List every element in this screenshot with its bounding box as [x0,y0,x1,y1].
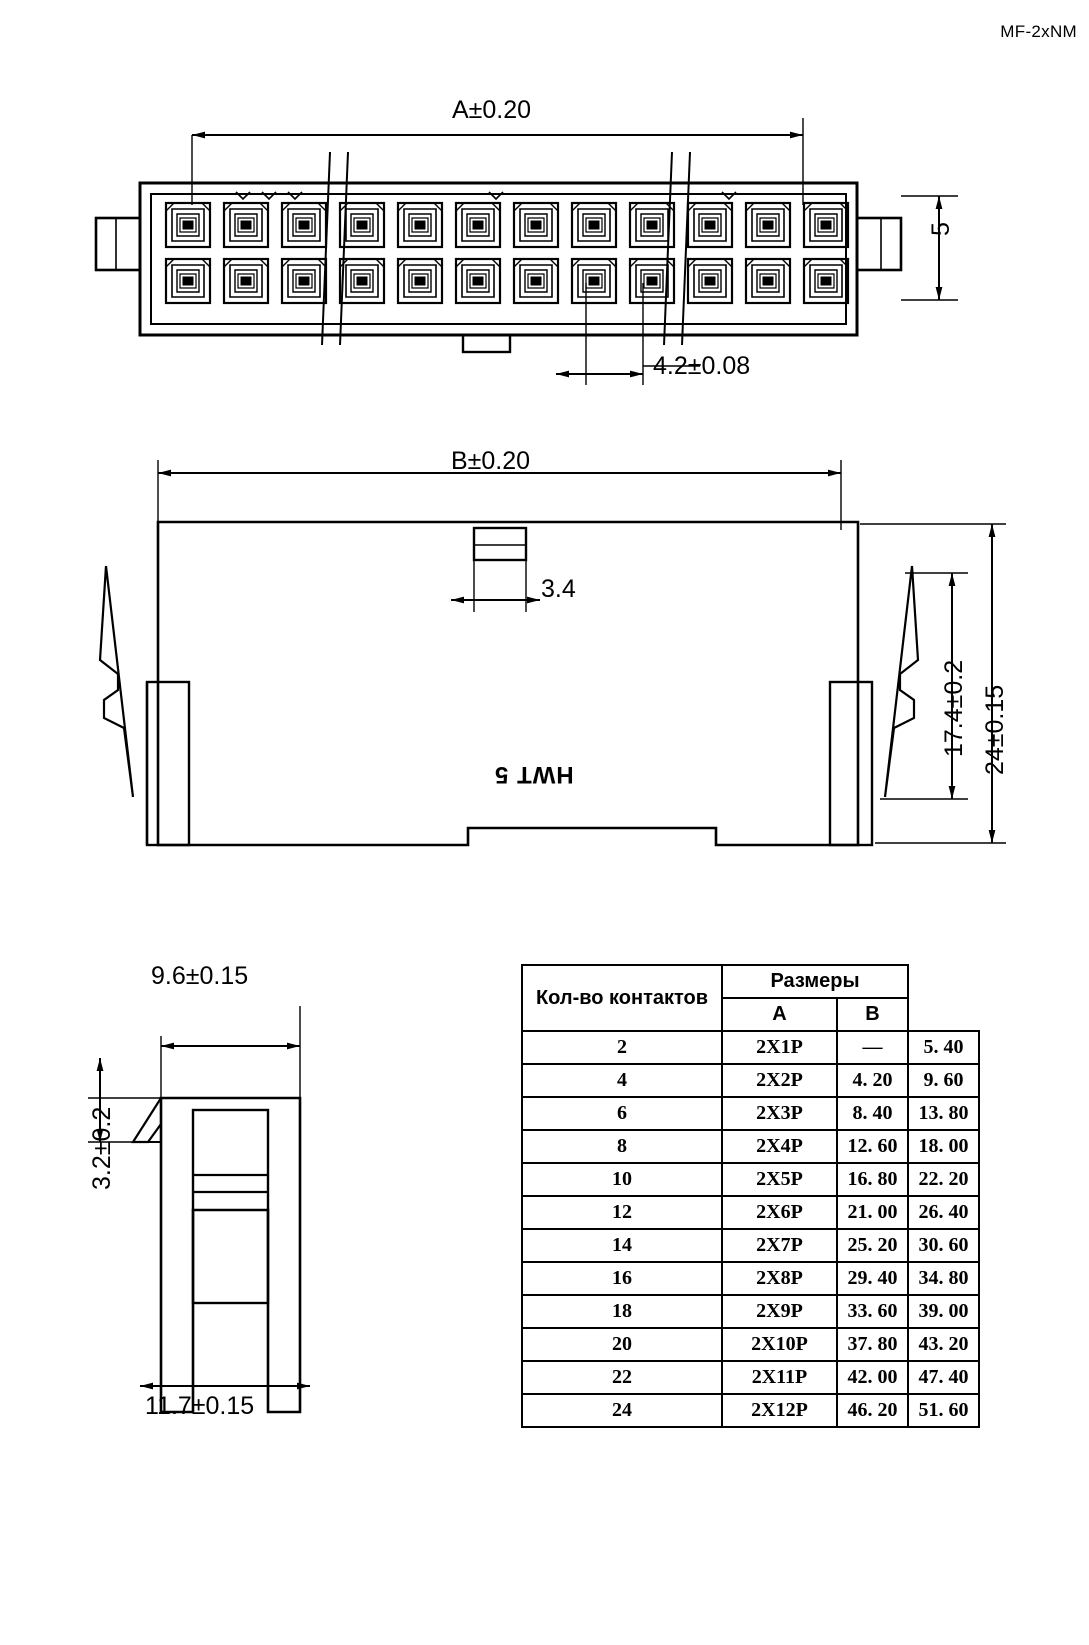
dim-label-pitch: 4.2±0.08 [653,352,751,380]
cell-quantity: 18 [521,1294,723,1329]
dim-label-24: 24±0.15 [981,684,1009,775]
cell-quantity: 6 [521,1096,723,1131]
cell-dimension-a: 21. 00 [836,1195,909,1230]
cell-quantity: 24 [521,1393,723,1428]
dimension-11-7 [140,1340,310,1397]
cell-quantity: 14 [521,1228,723,1263]
dim-label-height-5: 5 [927,222,955,236]
cell-configuration: 2X3P [721,1096,838,1131]
dim-label-a-overall: A±0.20 [452,96,532,124]
dim-label-3-2: 3.2±0.2 [88,1106,116,1190]
cell-quantity: 8 [521,1129,723,1164]
moulding-mark-label: HWT 5 [494,761,574,788]
table-header-b: B [836,997,909,1032]
cell-dimension-b: 9. 60 [907,1063,980,1098]
contact-cavity-grid [164,201,850,305]
cell-dimension-b: 5. 40 [907,1030,980,1065]
table-header-dimensions: Размеры [721,964,909,999]
cell-configuration: 2X6P [721,1195,838,1230]
cell-quantity: 2 [521,1030,723,1065]
cell-quantity: 10 [521,1162,723,1197]
cell-dimension-b: 43. 20 [907,1327,980,1362]
table-header-a: A [721,997,838,1032]
cell-configuration: 2X9P [721,1294,838,1329]
cell-quantity: 12 [521,1195,723,1230]
cell-dimension-b: 47. 40 [907,1360,980,1395]
cell-quantity: 4 [521,1063,723,1098]
cell-dimension-a: 42. 00 [836,1360,909,1395]
cell-configuration: 2X12P [721,1393,838,1428]
dimension-pitch [556,283,700,385]
front-view-group [98,460,1006,847]
dimension-tab-3-4 [451,560,540,612]
cell-dimension-a: 25. 20 [836,1228,909,1263]
break-line-right [663,151,691,346]
table-header-quantity: Кол-во контактов [521,964,723,1032]
cell-dimension-a: 33. 60 [836,1294,909,1329]
dim-label-tab-3-4: 3.4 [541,575,576,603]
dimension-a-overall [191,118,804,205]
cell-dimension-b: 13. 80 [907,1096,980,1131]
cell-dimension-a: 12. 60 [836,1129,909,1164]
cell-dimension-b: 39. 00 [907,1294,980,1329]
cell-dimension-b: 26. 40 [907,1195,980,1230]
dim-label-11-7: 11.7±0.15 [145,1392,255,1420]
cell-configuration: 2X8P [721,1261,838,1296]
cell-configuration: 2X4P [721,1129,838,1164]
cell-dimension-a: 4. 20 [836,1063,909,1098]
dim-label-9-6: 9.6±0.15 [151,962,249,990]
cell-configuration: 2X7P [721,1228,838,1263]
cell-dimension-a: — [836,1030,909,1065]
part-reference-label: MF-2xNM [1000,22,1077,41]
cell-quantity: 22 [521,1360,723,1395]
side-view-group [88,1006,310,1414]
break-line-left [321,151,349,346]
cell-configuration: 2X10P [721,1327,838,1362]
dim-label-b-overall: B±0.20 [451,447,531,475]
cell-quantity: 20 [521,1327,723,1362]
dimension-17-4 [880,572,968,800]
cell-dimension-b: 51. 60 [907,1393,980,1428]
dimension-24 [860,523,1006,844]
cell-dimension-a: 37. 80 [836,1327,909,1362]
cell-dimension-b: 34. 80 [907,1261,980,1296]
top-view-group [94,118,958,385]
dimension-height-5 [901,195,958,301]
cell-configuration: 2X1P [721,1030,838,1065]
dim-label-17-4: 17.4±0.2 [940,659,968,757]
cell-dimension-a: 16. 80 [836,1162,909,1197]
cell-configuration: 2X5P [721,1162,838,1197]
cell-dimension-a: 8. 40 [836,1096,909,1131]
dimension-b-overall [157,460,842,530]
cell-dimension-a: 29. 40 [836,1261,909,1296]
cell-quantity: 16 [521,1261,723,1296]
cell-dimension-a: 46. 20 [836,1393,909,1428]
cell-configuration: 2X11P [721,1360,838,1395]
cell-dimension-b: 18. 00 [907,1129,980,1164]
dimension-9-6 [160,1006,301,1098]
cell-configuration: 2X2P [721,1063,838,1098]
cell-dimension-b: 30. 60 [907,1228,980,1263]
cell-dimension-b: 22. 20 [907,1162,980,1197]
